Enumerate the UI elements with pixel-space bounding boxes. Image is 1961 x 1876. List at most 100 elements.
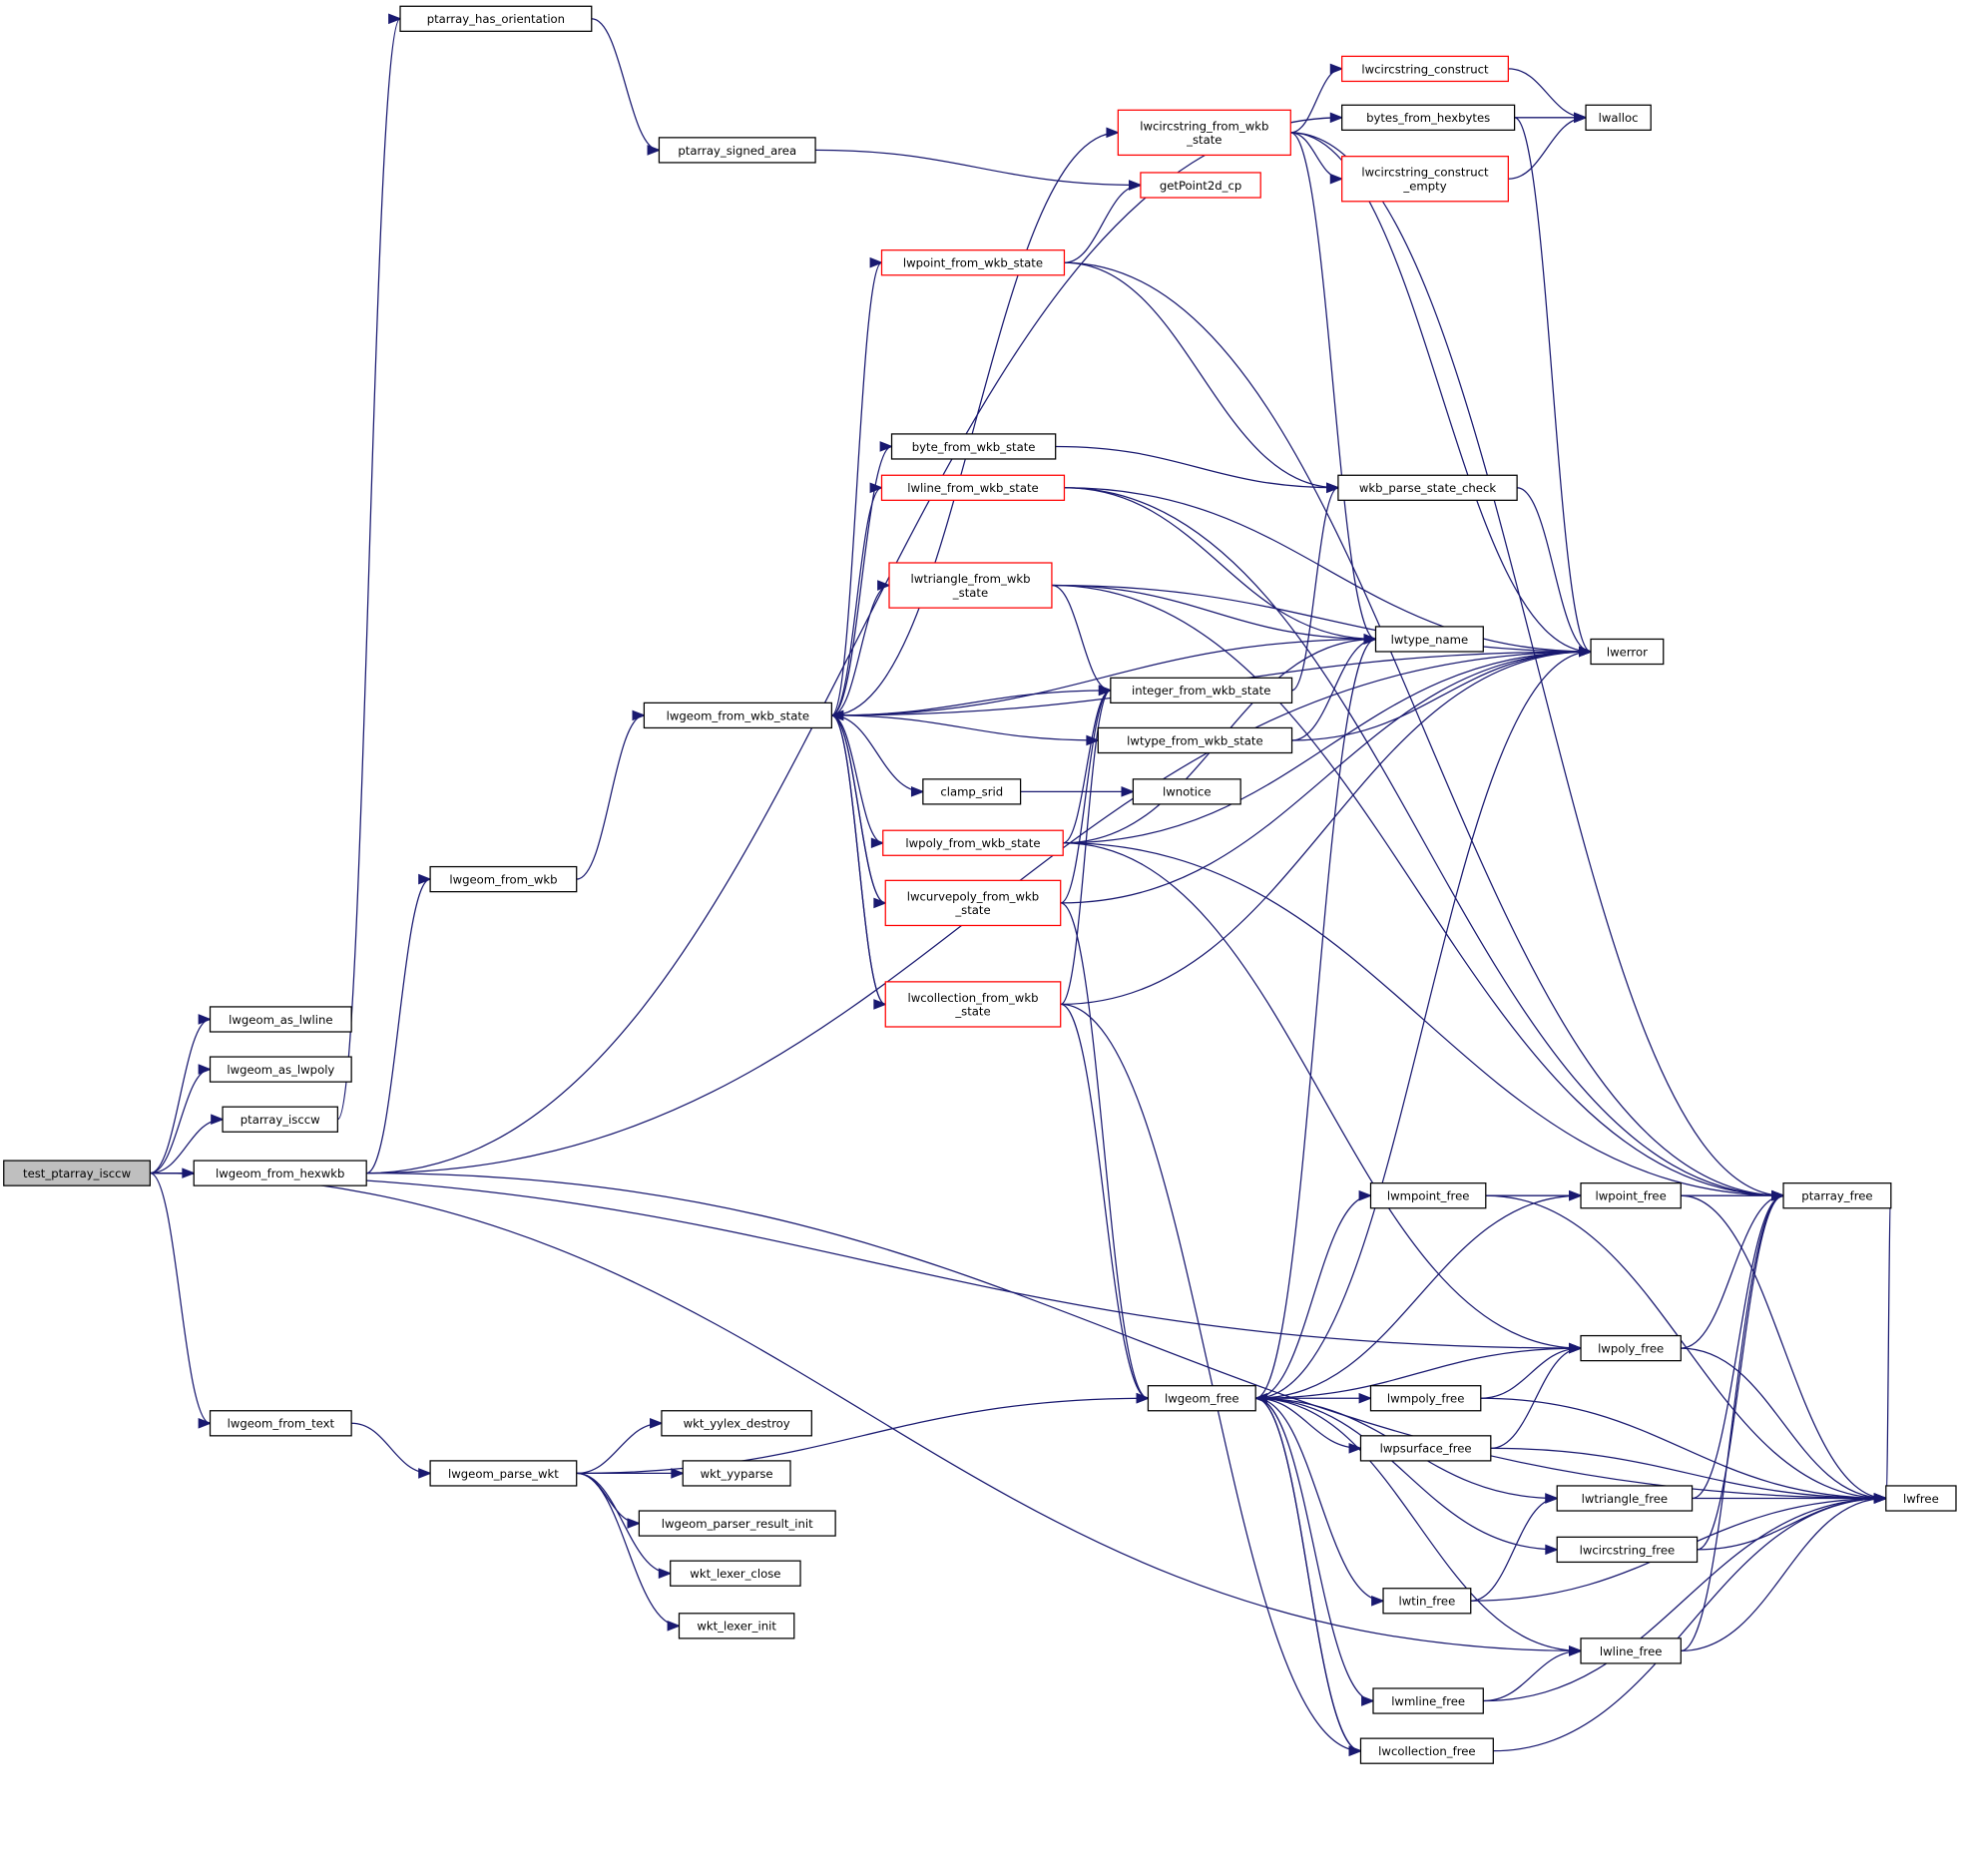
node-box [922,778,1022,805]
node-ptarray-signed-area[interactable]: ptarray_signed_area [658,137,816,164]
node-ptarray-has-orientation[interactable]: ptarray_has_orientation [399,5,593,32]
edge-lwcircstring_construct_empty-to-lwalloc [1508,117,1587,180]
node-box [638,1510,836,1537]
node-lwgeom-as-lwline[interactable]: lwgeom_as_lwline [209,1006,352,1033]
node-label: _state [952,586,988,600]
edge-integer_from_wkb_state-to-wkb_parse_state_check [1291,487,1339,692]
edge-lwgeom_free-to-lwmline_free [1255,1397,1374,1702]
node-lwtin-free[interactable]: lwtin_free [1382,1588,1472,1615]
node-lwcollection-free[interactable]: lwcollection_free [1359,1737,1494,1764]
node-wkt-lexer-init[interactable]: wkt_lexer_init [678,1613,795,1640]
node-lwcircstring-construct[interactable]: lwcircstring_construct [1341,55,1509,83]
node-lwgeom-as-lwpoly[interactable]: lwgeom_as_lwpoly [209,1056,352,1083]
edge-byte_from_wkb_state-to-wkb_parse_state_check [1055,445,1338,489]
arrowhead-icon [1326,482,1340,494]
node-lwtype-name[interactable]: lwtype_name [1374,626,1484,653]
arrowhead-icon [418,1468,432,1479]
edge-test_ptarray_isccw-to-lwgeom_as_lwpoly [150,1068,211,1174]
edge-lwgeom_from_hexwkb-to-bytes_from_hexbytes [366,117,1342,1174]
arrowhead-icon [1348,1443,1363,1454]
node-box [1885,1485,1957,1512]
edge-lwcurvepoly_from_wkb_state-to-lwerror [1060,651,1592,904]
node-lwline-from-wkb-state[interactable]: lwline_from_wkb_state [880,474,1066,501]
node-lwpoint-free[interactable]: lwpoint_free [1580,1182,1682,1209]
node-box [670,1560,801,1587]
node-lwnotice[interactable]: lwnotice [1132,778,1241,805]
arrowhead-icon [658,1568,673,1579]
node-lwgeom-from-hexwkb[interactable]: lwgeom_from_hexwkb [193,1160,367,1186]
node-test-ptarray-isccw[interactable]: test_ptarray_isccw [3,1160,152,1186]
node-box [429,1460,578,1487]
node-lwcircstring-free[interactable]: lwcircstring_free [1556,1536,1699,1564]
node-lwgeom-from-wkb[interactable]: lwgeom_from_wkb [429,865,578,893]
arrowhead-icon [1253,1392,1268,1404]
node-lwpoint-from-wkb-state[interactable]: lwpoint_from_wkb_state [880,249,1066,276]
arrowhead-icon [910,786,925,797]
node-lwcurvepoly-from-wkb-state[interactable]: lwcurvepoly_from_wkb_state [884,879,1062,927]
node-label: wkb_parse_state_check [1359,481,1496,495]
node-lwtype-from-wkb-state[interactable]: lwtype_from_wkb_state [1097,726,1293,754]
node-ptarray-isccw[interactable]: ptarray_isccw [222,1106,338,1133]
node-lwcircstring-construct-empty[interactable]: lwcircstring_construct_empty [1341,156,1509,203]
node-lwgeom-parser-result-init[interactable]: lwgeom_parser_result_init [638,1510,836,1537]
edge-lwpsurface_free-to-lwpoly_free [1490,1347,1582,1449]
node-label: lwcircstring_from_wkb [1140,119,1268,133]
node-lwtriangle-free[interactable]: lwtriangle_free [1556,1485,1694,1512]
node-integer-from-wkb-state[interactable]: integer_from_wkb_state [1110,677,1293,704]
node-clamp-srid[interactable]: clamp_srid [922,778,1022,805]
edge-lwcurvepoly_from_wkb_state-to-lwgeom_free [1060,902,1149,1399]
node-lwgeom-parse-wkt[interactable]: lwgeom_parse_wkt [429,1460,578,1487]
node-lwgeom-free[interactable]: lwgeom_free [1147,1385,1256,1412]
edge-lwline_free-to-lwfree [1681,1497,1886,1652]
node-label: lwtriangle_from_wkb [910,572,1030,586]
node-box [661,1410,812,1437]
node-label: lwmpoint_free [1387,1189,1470,1203]
node-box [1110,677,1293,704]
edge-lwgeom_from_wkb_state-to-lwtriangle_from_wkb_state [831,584,890,716]
node-lwfree[interactable]: lwfree [1885,1485,1957,1512]
node-wkb-parse-state-check[interactable]: wkb_parse_state_check [1337,474,1518,501]
node-lwgeom-from-text[interactable]: lwgeom_from_text [209,1410,352,1437]
node-label: lwgeom_parser_result_init [662,1517,813,1531]
node-box [1382,1588,1472,1615]
node-lwgeom-from-wkb-state[interactable]: lwgeom_from_wkb_state [643,702,832,729]
node-wkt-yyparse[interactable]: wkt_yyparse [682,1460,791,1487]
node-lwmpoly-free[interactable]: lwmpoly_free [1369,1385,1482,1412]
node-byte-from-wkb-state[interactable]: byte_from_wkb_state [890,433,1057,460]
arrowhead-icon [1579,646,1593,658]
node-label: bytes_from_hexbytes [1366,111,1490,125]
node-lwcollection-from-wkb-state[interactable]: lwcollection_from_wkb_state [884,981,1062,1028]
edge-lwtriangle_from_wkb_state-to-integer_from_wkb_state [1051,584,1111,692]
node-lwpoly-free[interactable]: lwpoly_free [1580,1334,1682,1362]
edge-ptarray_has_orientation-to-ptarray_signed_area [591,18,660,152]
node-lwtriangle-from-wkb-state[interactable]: lwtriangle_from_wkb_state [888,562,1053,609]
node-label: lwmpoly_free [1387,1392,1464,1406]
edge-lwcollection_from_wkb_state-to-lwgeom_free [1060,1003,1149,1399]
node-lwmline-free[interactable]: lwmline_free [1372,1687,1484,1714]
node-lwerror[interactable]: lwerror [1590,638,1665,666]
node-ptarray-free[interactable]: ptarray_free [1782,1182,1892,1209]
node-label: lwcollection_from_wkb [907,991,1038,1005]
node-getPoint2d-cp[interactable]: getPoint2d_cp [1140,172,1261,199]
node-lwalloc[interactable]: lwalloc [1585,104,1652,131]
node-lwpoly-from-wkb-state[interactable]: lwpoly_from_wkb_state [882,829,1064,856]
arrowhead-icon [870,837,885,849]
node-lwline-free[interactable]: lwline_free [1580,1638,1682,1664]
edge-lwtriangle_from_wkb_state-to-lwtype_name [1051,584,1376,641]
node-lwmpoint-free[interactable]: lwmpoint_free [1369,1182,1487,1209]
node-box [1556,1536,1699,1564]
node-label: lwerror [1607,645,1648,659]
node-label: lwpsurface_free [1380,1442,1472,1456]
node-label: ptarray_signed_area [678,144,796,158]
edge-ptarray_signed_area-to-getPoint2d_cp [815,149,1141,187]
node-wkt-lexer-close[interactable]: wkt_lexer_close [670,1560,801,1587]
node-box [1359,1737,1494,1764]
node-lwpsurface-free[interactable]: lwpsurface_free [1359,1435,1492,1462]
node-bytes-from-hexbytes[interactable]: bytes_from_hexbytes [1341,104,1516,131]
arrowhead-icon [627,1518,642,1529]
node-label: lwpoly_free [1598,1341,1664,1355]
node-lwcircstring-from-wkb-state[interactable]: lwcircstring_from_wkb_state [1117,109,1291,157]
edge-lwpoint_from_wkb_state-to-wkb_parse_state_check [1064,261,1338,489]
node-wkt-yylex-destroy[interactable]: wkt_yylex_destroy [661,1410,812,1437]
edge-lwpoint_from_wkb_state-to-getPoint2d_cp [1064,184,1141,263]
